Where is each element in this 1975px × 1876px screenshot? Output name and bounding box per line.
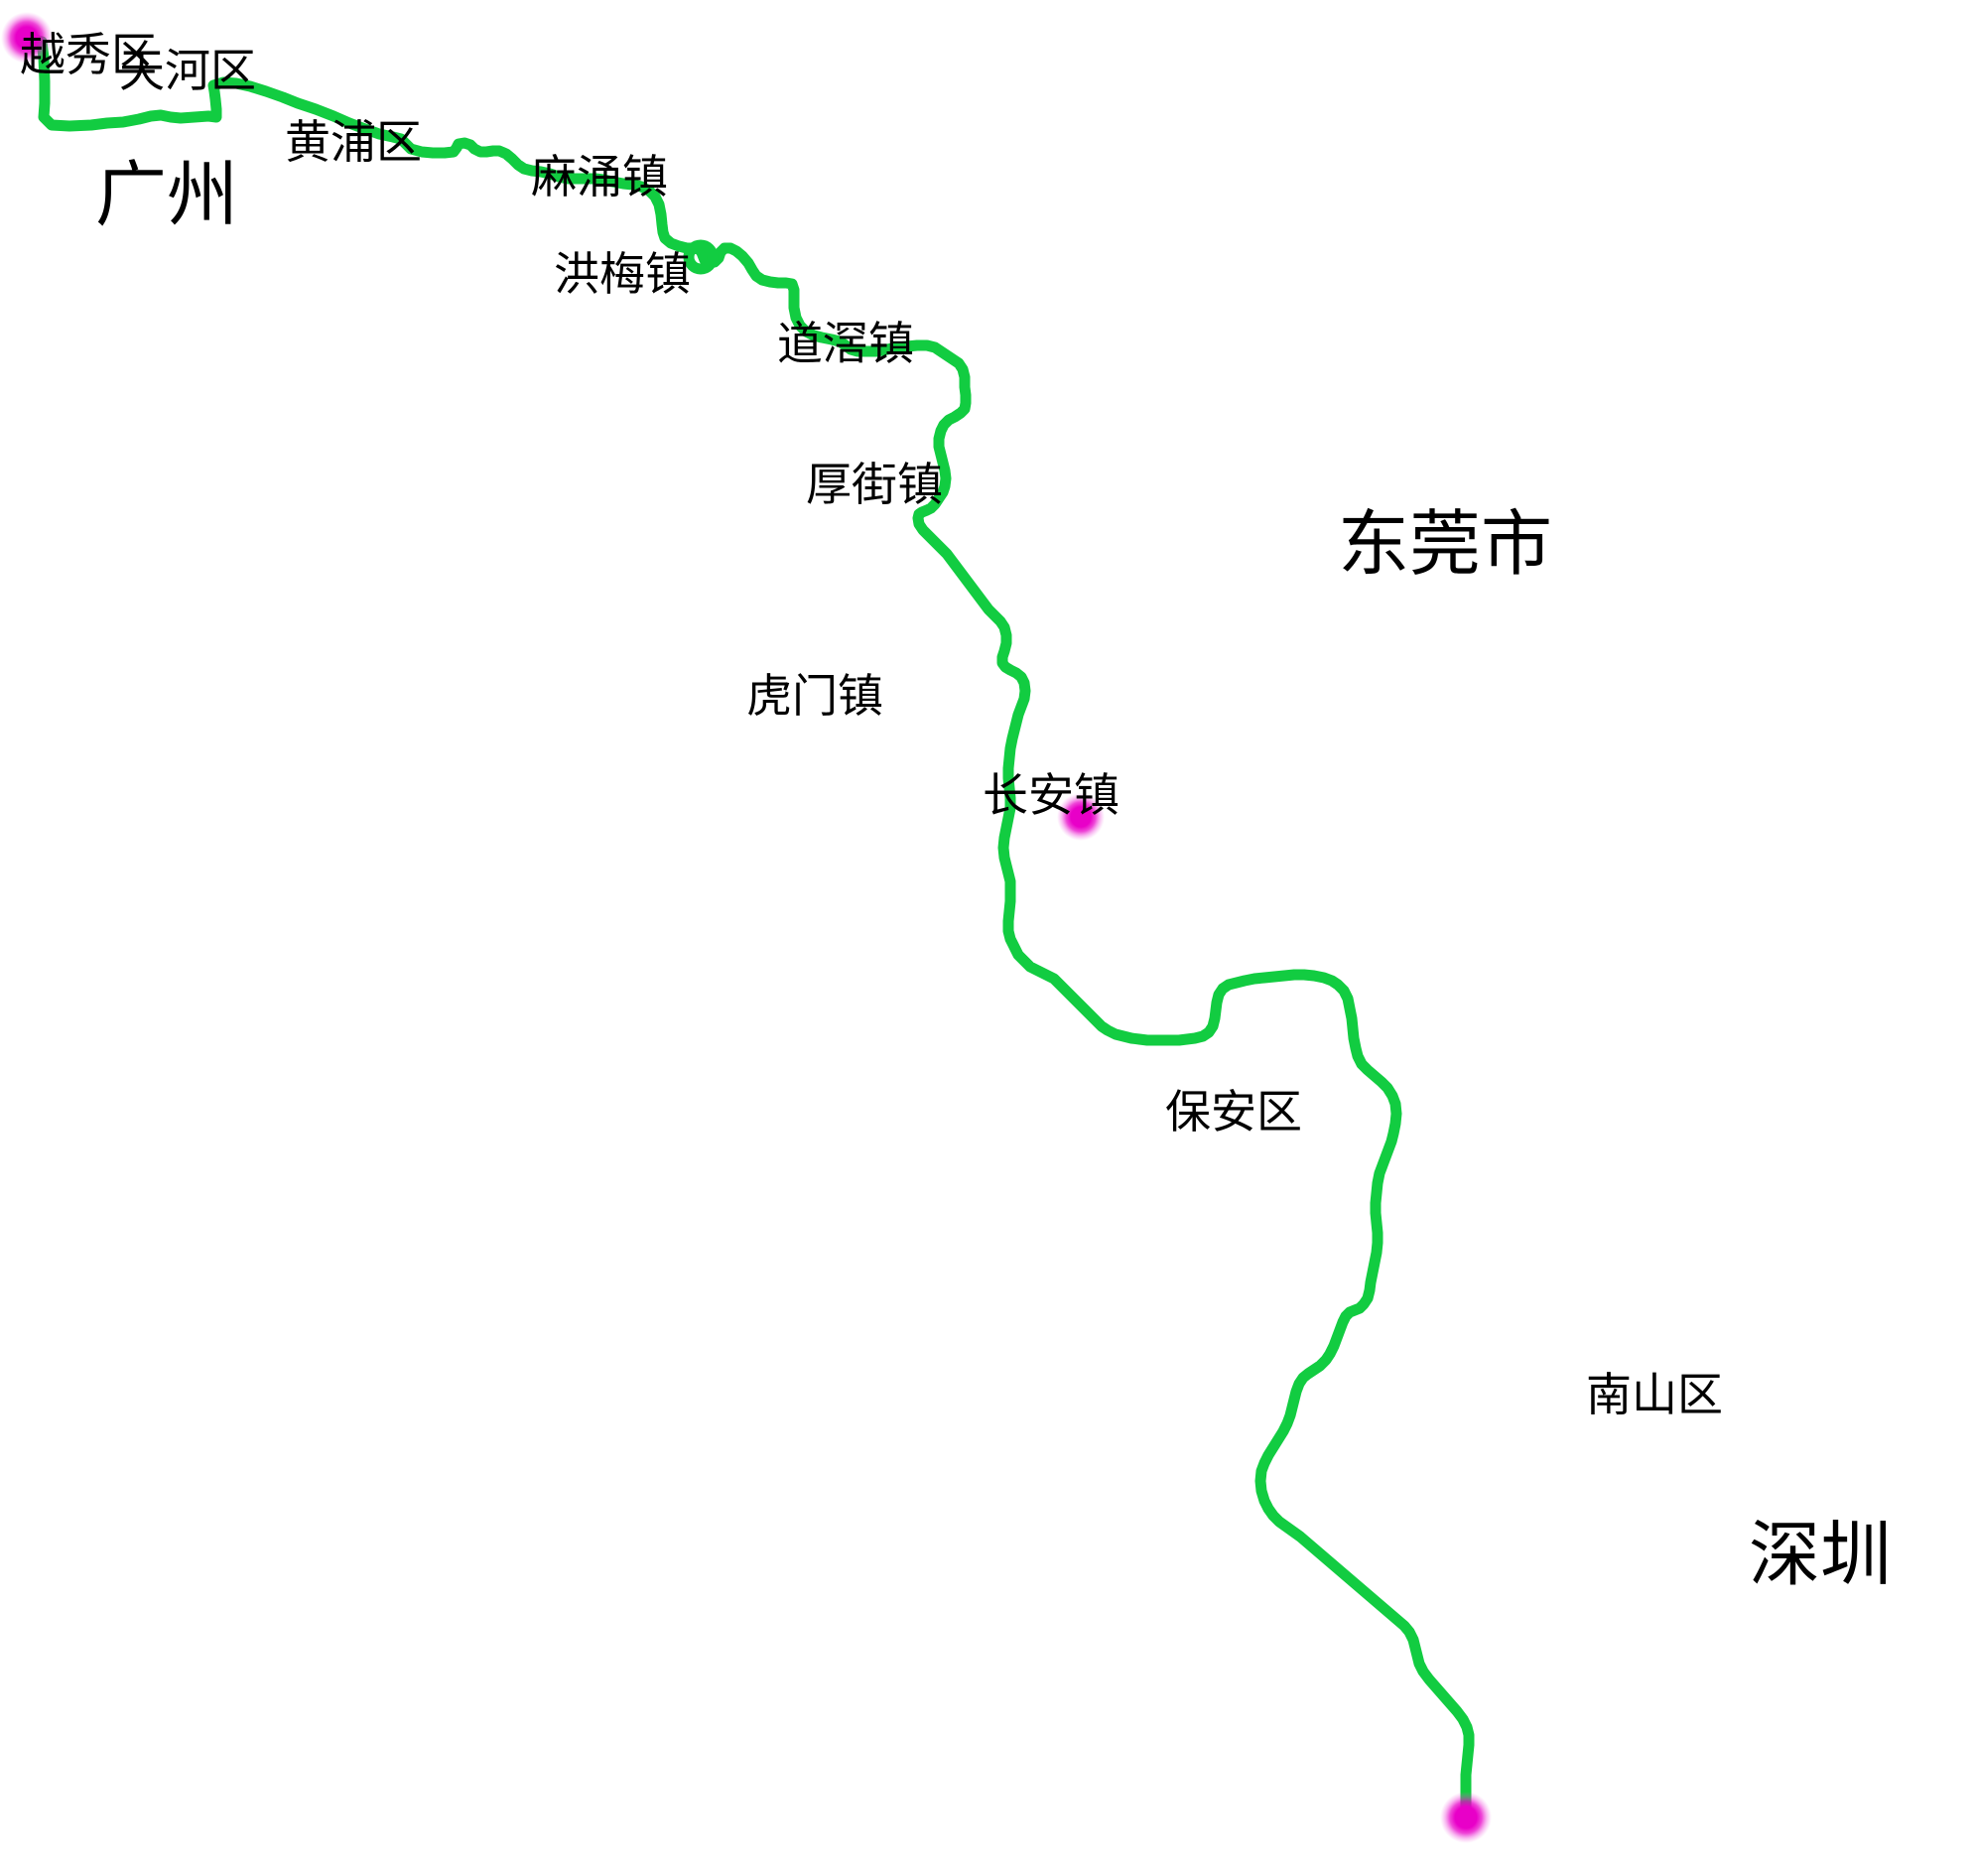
place-label-machong: 麻涌镇 [531,150,668,203]
place-label-baoan: 保安区 [1165,1085,1302,1139]
city-label-guangzhou: 广州 [95,153,239,236]
city-label-shenzhen: 深圳 [1749,1513,1893,1596]
place-label-humen: 虎门镇 [746,669,883,723]
start-point-marker[interactable] [1,12,53,64]
place-label-huangpu: 黄浦区 [285,115,422,169]
place-label-houjie: 厚街镇 [806,458,943,511]
waypoint-marker[interactable] [1057,793,1105,841]
place-label-daojiao: 道滘镇 [777,317,914,370]
place-label-nanshan: 南山区 [1586,1368,1723,1421]
place-label-hongmei: 洪梅镇 [554,247,691,301]
end-point-marker[interactable] [1440,1792,1492,1843]
place-label-tianhe: 天河区 [119,44,256,97]
place-label-changan: 长安镇 [983,768,1119,822]
place-label-yuexiu: 越秀区 [20,28,157,81]
city-label-dongguan: 东莞市 [1338,502,1553,586]
route-polyline[interactable] [21,32,1475,1823]
interchange-loop-icon [683,239,719,275]
